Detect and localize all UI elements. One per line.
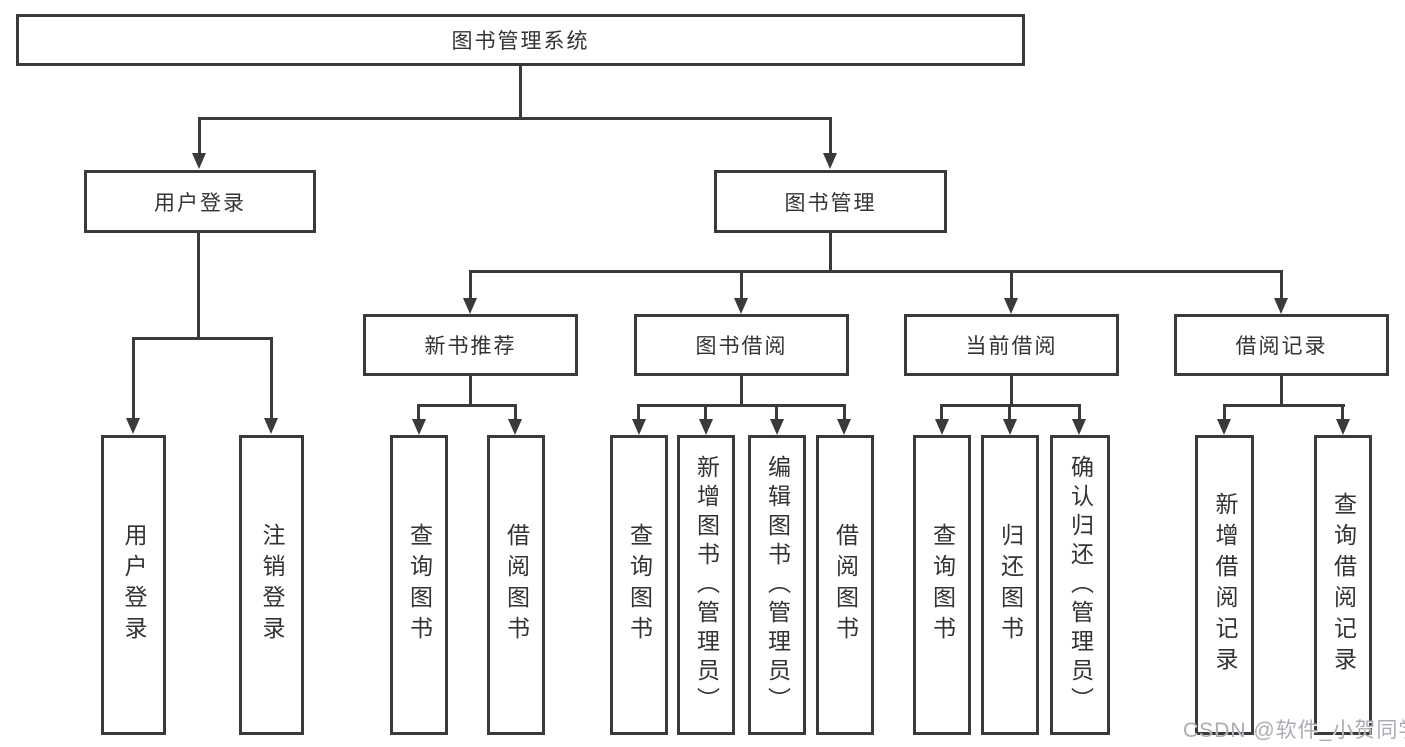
connector-new-book-branch [417, 404, 517, 407]
arrowhead-br-add-icon [1217, 419, 1231, 435]
connector-nb-borrow-stem [514, 404, 517, 420]
leaf-cb-confirm-return-admin: 确认归还（管理员） [1050, 435, 1110, 735]
node-root-system: 图书管理系统 [16, 14, 1025, 66]
leaf-bb-query-books-label: 查询图书 [626, 523, 653, 647]
arrowhead-cb-return-icon [1003, 419, 1017, 435]
node-current-borrowing-label: 当前借阅 [965, 335, 1058, 358]
connector-bb-edit-stem [775, 404, 778, 420]
arrowhead-new-book-icon [463, 298, 477, 314]
leaf-bb-edit-books-admin-label: 编辑图书（管理员） [764, 454, 791, 716]
connector-to-new-book [469, 270, 472, 299]
leaf-logout: 注销登录 [239, 435, 304, 735]
connector-to-book-management [829, 117, 832, 154]
node-book-borrowing-label: 图书借阅 [695, 335, 788, 358]
arrowhead-nb-borrow-icon [508, 419, 522, 435]
connector-nb-query-stem [417, 404, 420, 420]
arrowhead-current-borrowing-icon [1004, 298, 1018, 314]
connector-to-borrowing-records [1280, 270, 1283, 299]
arrowhead-bb-query-icon [632, 419, 646, 435]
arrowhead-br-query-icon [1336, 419, 1350, 435]
leaf-cb-query-books-label: 查询图书 [929, 523, 956, 647]
leaf-br-add-record-label: 新增借阅记录 [1212, 492, 1238, 678]
connector-br-add-stem [1223, 404, 1226, 420]
connector-book-management-stem [829, 233, 832, 271]
leaf-logout-label: 注销登录 [259, 523, 285, 647]
csdn-watermark: CSDN @软件_小贺同学 [1183, 719, 1405, 742]
arrowhead-book-management-icon [823, 153, 837, 169]
connector-bb-query-stem [637, 404, 640, 420]
arrowhead-bb-borrow-icon [837, 419, 851, 435]
connector-borrowing-records-branch [1223, 404, 1345, 407]
connector-user-login-stem [197, 233, 200, 338]
leaf-nb-query-books: 查询图书 [390, 435, 448, 735]
connector-to-current-borrowing [1010, 270, 1013, 299]
leaf-bb-borrow-books-label: 借阅图书 [832, 523, 859, 647]
connector-br-query-stem [1341, 404, 1344, 420]
connector-cb-confirm-stem [1078, 404, 1081, 420]
leaf-user-login: 用户登录 [101, 435, 166, 735]
arrowhead-cb-confirm-icon [1072, 419, 1086, 435]
node-borrowing-records-label: 借阅记录 [1235, 335, 1328, 358]
node-book-management-label: 图书管理 [784, 191, 877, 215]
leaf-nb-borrow-books: 借阅图书 [487, 435, 545, 735]
connector-borrowing-records-stem [1280, 376, 1283, 405]
leaf-bb-add-books-admin: 新增图书（管理员） [677, 435, 735, 735]
connector-new-book-stem [469, 376, 472, 405]
node-user-login-label: 用户登录 [154, 191, 246, 215]
leaf-cb-return-books-label: 归还图书 [997, 523, 1024, 647]
leaf-bb-edit-books-admin: 编辑图书（管理员） [748, 435, 806, 735]
connector-to-book-borrowing [740, 270, 743, 299]
connector-book-borrowing-branch [637, 404, 846, 407]
arrowhead-bb-add-icon [699, 419, 713, 435]
leaf-br-query-record: 查询借阅记录 [1314, 435, 1372, 735]
leaf-nb-query-books-label: 查询图书 [406, 523, 433, 647]
connector-cb-query-stem [940, 404, 943, 420]
connector-bb-borrow-stem [843, 404, 846, 420]
arrowhead-cb-query-icon [935, 419, 949, 435]
connector-to-login-leaf [132, 337, 135, 419]
arrowhead-borrowing-records-icon [1274, 298, 1288, 314]
connector-to-user-login [198, 117, 201, 154]
connector-user-login-branch [132, 337, 273, 340]
leaf-bb-add-books-admin-label: 新增图书（管理员） [693, 454, 720, 716]
leaf-bb-borrow-books: 借阅图书 [816, 435, 874, 735]
connector-current-borrowing-stem [1010, 376, 1013, 405]
leaf-br-add-record: 新增借阅记录 [1195, 435, 1254, 735]
leaf-cb-confirm-return-admin-label: 确认归还（管理员） [1067, 454, 1094, 716]
leaf-cb-query-books: 查询图书 [913, 435, 971, 735]
connector-root-stem [519, 66, 522, 118]
arrowhead-logout-leaf-icon [264, 418, 278, 434]
node-root-label: 图书管理系统 [451, 30, 590, 53]
arrowhead-book-borrowing-icon [734, 298, 748, 314]
leaf-bb-query-books: 查询图书 [610, 435, 668, 735]
leaf-user-login-label: 用户登录 [121, 523, 147, 647]
node-user-login: 用户登录 [84, 170, 316, 233]
connector-to-logout-leaf [270, 337, 273, 419]
node-book-management: 图书管理 [714, 170, 947, 233]
leaf-br-query-record-label: 查询借阅记录 [1330, 492, 1357, 678]
connector-book-borrowing-stem [740, 376, 743, 405]
arrowhead-bb-edit-icon [770, 419, 784, 435]
node-borrowing-records: 借阅记录 [1174, 314, 1389, 376]
node-book-borrowing: 图书借阅 [634, 314, 849, 376]
arrowhead-login-leaf-icon [126, 418, 140, 434]
connector-cb-return-stem [1008, 404, 1011, 420]
arrowhead-nb-query-icon [412, 419, 426, 435]
connector-level2-branch [198, 117, 832, 120]
node-current-borrowing: 当前借阅 [904, 314, 1119, 376]
leaf-nb-borrow-books-label: 借阅图书 [503, 523, 530, 647]
node-new-book-recommend-label: 新书推荐 [424, 335, 517, 358]
connector-bb-add-stem [704, 404, 707, 420]
arrowhead-user-login-icon [192, 153, 206, 169]
node-new-book-recommend: 新书推荐 [363, 314, 578, 376]
connector-level3-branch [469, 270, 1283, 273]
leaf-cb-return-books: 归还图书 [981, 435, 1039, 735]
